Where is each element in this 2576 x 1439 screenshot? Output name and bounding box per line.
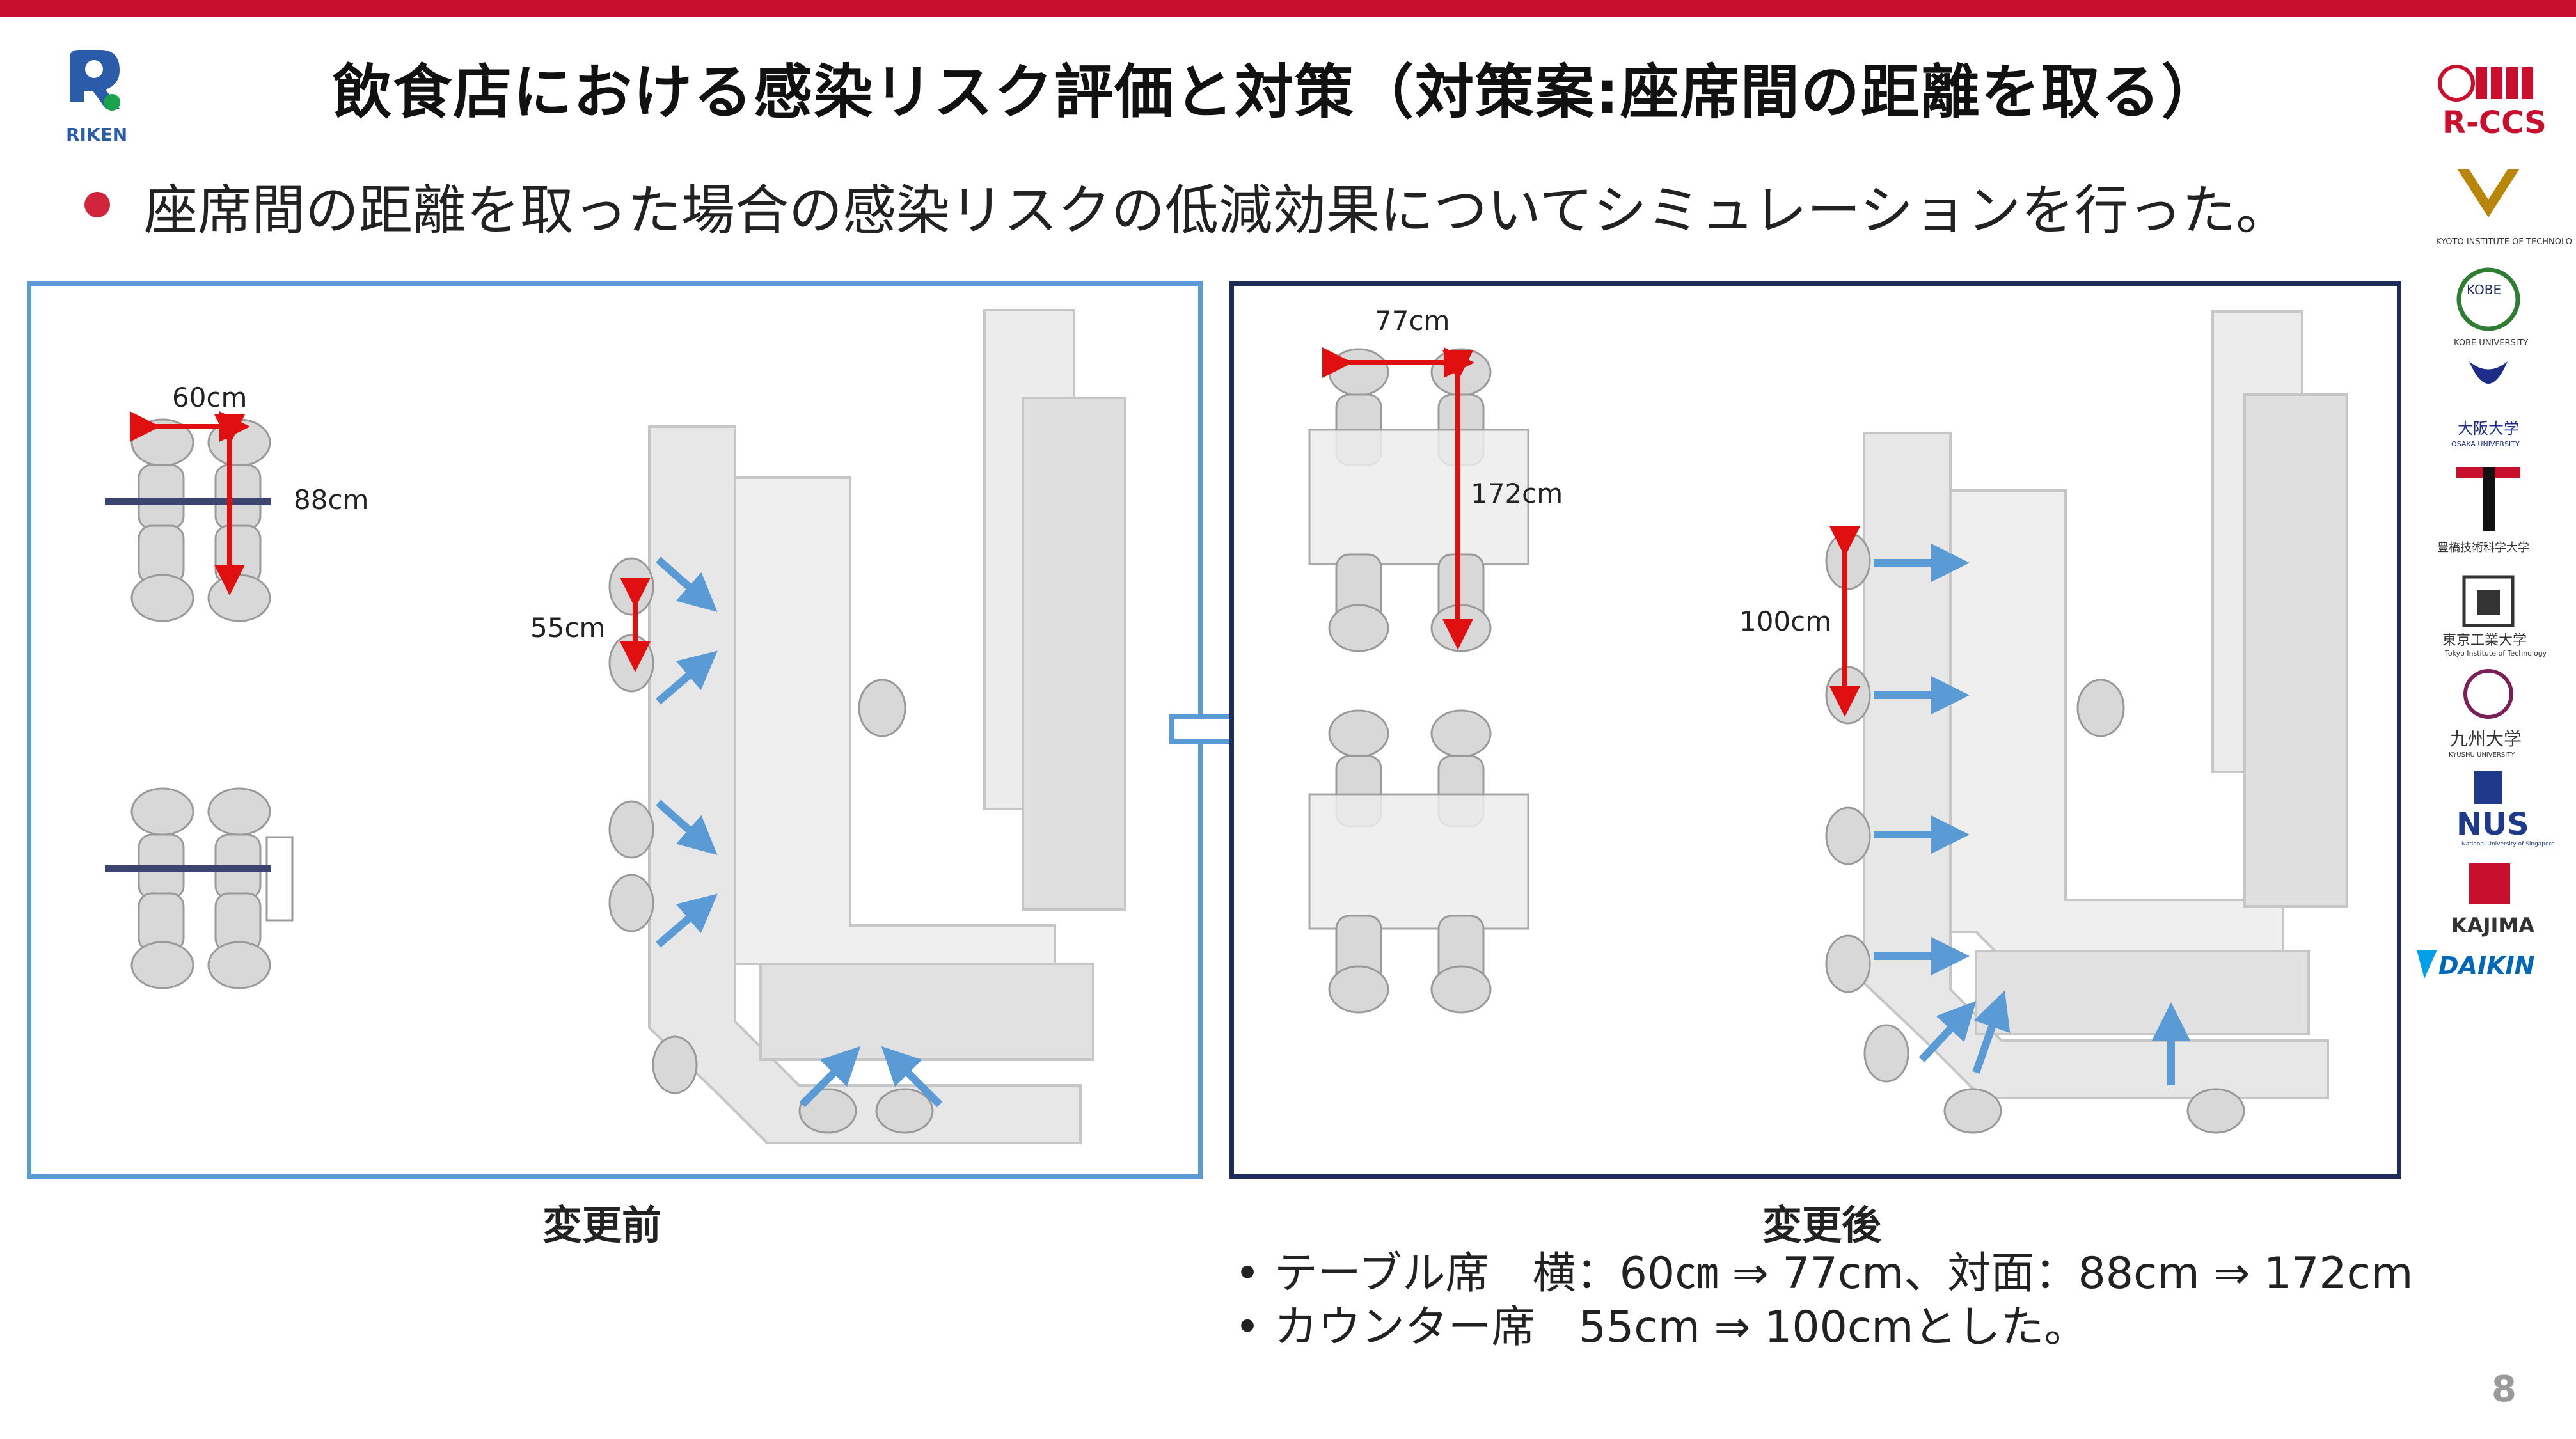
kyushu-univ-logo: 九州大学 KYUSHU UNIVERSITY [2449,669,2522,759]
svg-text:OSAKA UNIVERSITY: OSAKA UNIVERSITY [2451,440,2520,448]
kyoto-it-logo: KYOTO INSTITUTE OF TECHNOLOGY [2436,169,2576,247]
svg-text:KYUSHU UNIVERSITY: KYUSHU UNIVERSITY [2449,751,2515,759]
bullet-dot [84,192,110,217]
nus-logo: NUS National University of Singapore [2456,771,2555,847]
svg-text:Tokyo Institute of Technology: Tokyo Institute of Technology [2444,649,2547,657]
svg-text:KOBE: KOBE [2467,282,2501,297]
osaka-univ-logo: 大阪大学 OSAKA UNIVERSITY [2451,361,2520,448]
svg-text:DAIKIN: DAIKIN [2438,952,2534,980]
svg-text:KYOTO INSTITUTE OF TECHNOLOGY: KYOTO INSTITUTE OF TECHNOLOGY [2436,237,2572,247]
table-seat-group-bottom [130,787,294,989]
table-seat-group-top [130,418,271,622]
after-panel: 77cm 172cm 100cm [1229,281,2401,1179]
counter [1863,310,2348,1099]
table-seat-group-bottom [1308,709,1529,1014]
note-table: • テーブル席 横：60㎝ ⇒ 77cm、対面：88cm ⇒ 172cm [1235,1248,2414,1299]
daikin-logo: DAIKIN [2417,950,2534,980]
before-caption: 変更前 [542,1202,662,1248]
kobe-univ-logo: KOBE KOBE UNIVERSITY [2454,267,2529,348]
dim-label-77: 77cm [1375,305,1450,336]
kajima-logo: KAJIMA [2451,863,2534,938]
tokyo-tech-logo: 東京工業大学 Tokyo Institute of Technology [2442,575,2547,657]
svg-text:大阪大学: 大阪大学 [2458,420,2519,437]
svg-text:NUS: NUS [2456,806,2529,842]
svg-text:KAJIMA: KAJIMA [2451,913,2534,938]
dim-label-100: 100cm [1739,606,1832,637]
svg-text:National University of Singapo: National University of Singapore [2461,841,2555,847]
table-top-2 [105,865,271,872]
svg-text:東京工業大学: 東京工業大学 [2442,633,2527,649]
svg-text:R-CCS: R-CCS [2442,105,2547,141]
svg-text:九州大学: 九州大学 [2450,728,2522,750]
svg-text:豊橋技術科学大学: 豊橋技術科学大学 [2437,541,2529,554]
dim-label-60: 60cm [172,382,248,413]
airflow-arrows [656,556,943,1108]
page-title: 飲食店における感染リスク評価と対策（対策案:座席間の距離を取る） [333,58,2222,127]
riken-logo: RIKEN [61,45,131,147]
partner-logos: R-CCS KYOTO INSTITUTE OF TECHNOLOGY KOBE… [2412,58,2576,1051]
after-caption: 変更後 [1762,1202,1882,1248]
before-simulation-image [105,309,1126,1144]
table-top [105,498,271,505]
dim-label-88: 88cm [294,484,369,515]
page-number: 8 [2492,1369,2517,1410]
before-panel: 60cm 88cm 55cm [27,281,1203,1179]
dim-label-172: 172cm [1471,478,1563,509]
bullet-text: 座席間の距離を取った場合の感染リスクの低減効果についてシミュレーションを行った。 [144,179,2290,242]
toyohashi-tech-logo: 豊橋技術科学大学 [2437,467,2529,554]
note-counter: • カウンター席 55cm ⇒ 100cmとした。 [1235,1302,2088,1353]
top-accent-bar [0,0,2576,17]
dim-label-55: 55cm [530,612,606,643]
after-simulation-image [1308,310,2348,1134]
notes-list: • テーブル席 横：60㎝ ⇒ 77cm、対面：88cm ⇒ 172cm • カ… [1235,1247,2413,1355]
rccs-logo: R-CCS [2438,65,2547,141]
airflow-arrows [1874,544,2190,1085]
svg-text:KOBE UNIVERSITY: KOBE UNIVERSITY [2454,338,2529,348]
counter [648,309,1126,1144]
riken-logo-text: RIKEN [66,124,127,145]
